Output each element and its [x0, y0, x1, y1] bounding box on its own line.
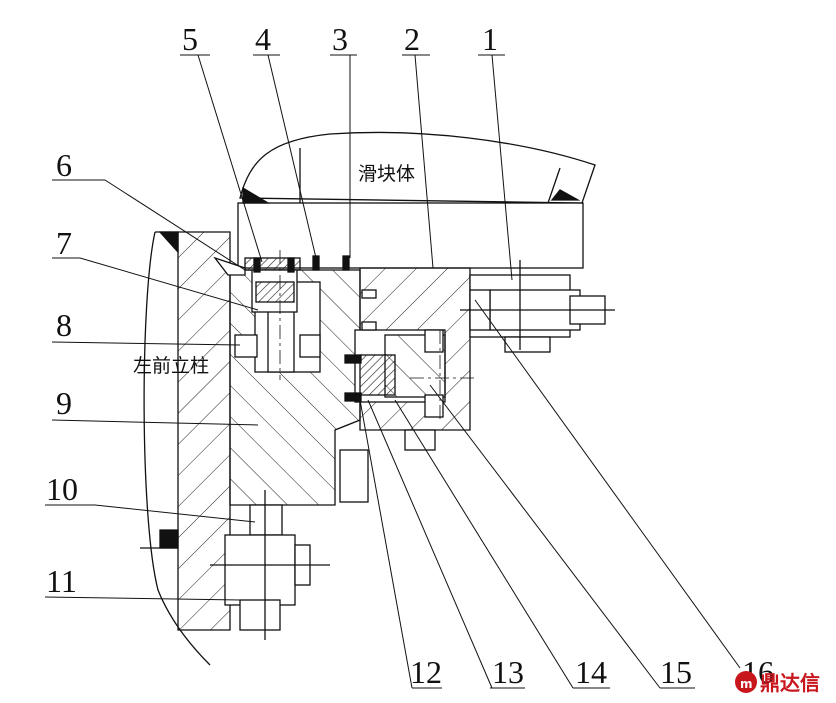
svg-text:m: m [740, 677, 753, 691]
callout-4: 4 [255, 21, 271, 57]
watermark-logo: m 鼎达信 [735, 671, 820, 695]
callout-3: 3 [332, 21, 348, 57]
callout-2: 2 [404, 21, 420, 57]
top-fasteners [213, 255, 350, 313]
callout-12: 12 [410, 654, 442, 690]
centre-lines [279, 250, 475, 420]
callout-6: 6 [56, 147, 72, 183]
callout-13: 13 [492, 654, 524, 690]
bottom-bolt [210, 490, 330, 640]
callout-7: 7 [56, 225, 72, 261]
callout-10: 10 [46, 471, 78, 507]
callout-5: 5 [182, 21, 198, 57]
callout-1: 1 [482, 21, 498, 57]
screws [234, 289, 436, 503]
callout-11: 11 [46, 563, 77, 599]
side-bolt [460, 260, 615, 353]
callout-15: 15 [660, 654, 692, 690]
watermark-icon [735, 671, 757, 693]
callout-14: 14 [575, 654, 607, 690]
callout-8: 8 [56, 307, 72, 343]
callout-9: 9 [56, 385, 72, 421]
leader-lines [44, 54, 741, 689]
left-front-column-label: 左前立柱 [133, 355, 209, 377]
watermark-text: 鼎达信 [760, 671, 820, 695]
slider-body-label: 滑块体 [358, 163, 415, 185]
callout-numbers: 1 2 3 4 5 6 7 8 9 10 11 12 13 14 15 16 [46, 21, 774, 690]
right-block [354, 267, 471, 431]
left-front-column [140, 231, 231, 666]
